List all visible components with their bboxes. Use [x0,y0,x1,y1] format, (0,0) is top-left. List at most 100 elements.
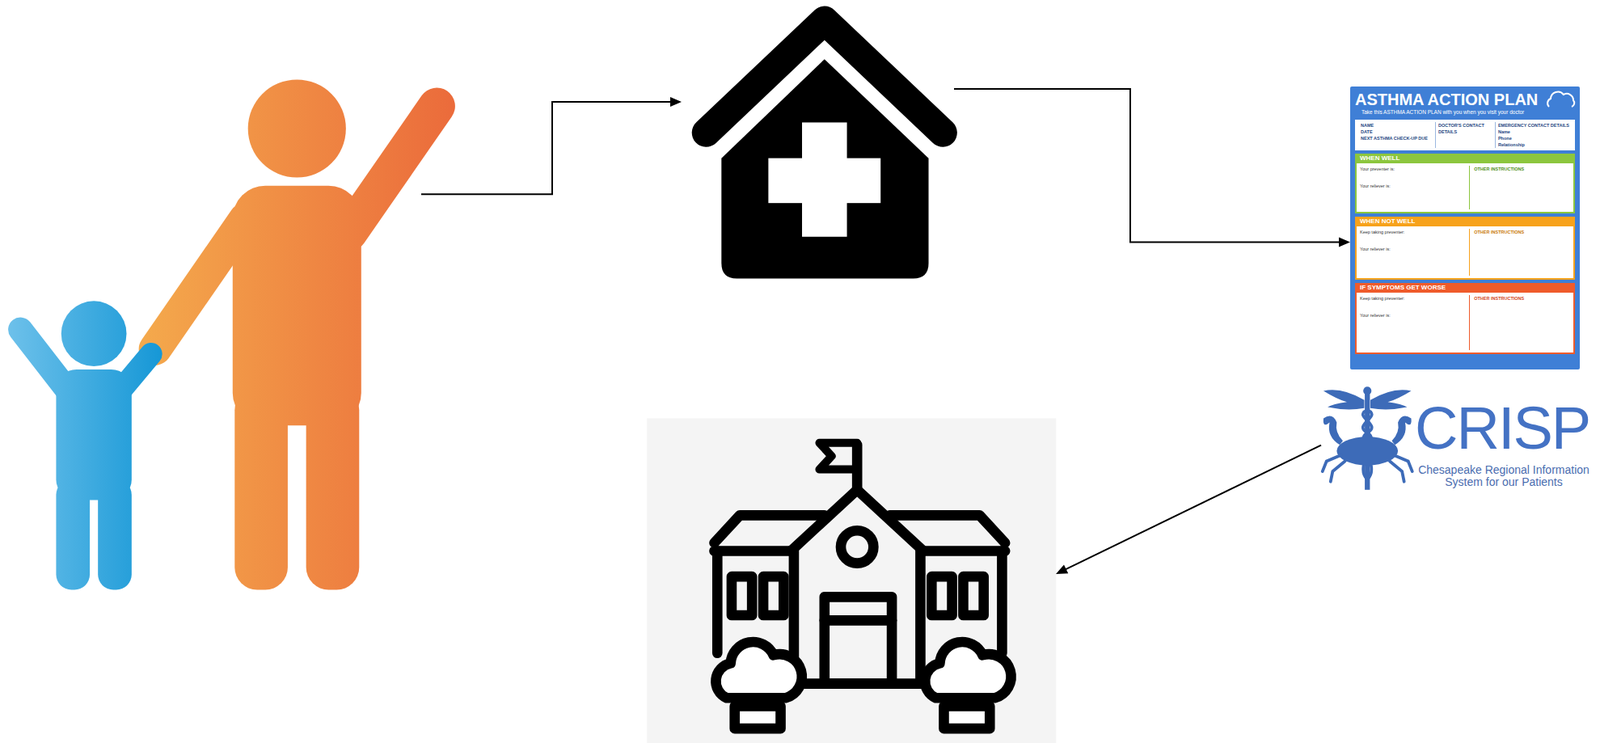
crab-leg [1330,460,1346,482]
cloud-decoration [1545,88,1577,110]
wall [915,551,926,684]
arrowhead [670,97,682,107]
connector-line [954,88,1340,242]
window [931,576,952,616]
wall-top [713,545,791,557]
form-line-label: Keep taking preventer: [1359,295,1466,302]
panel-column: EMERGENCY CONTACT DETAILSNamePhoneRelati… [1494,122,1572,148]
parent-figure [155,79,437,590]
parent-arm [155,219,245,349]
school-icon [646,417,1056,743]
section-heading: WHEN NOT WELL [1356,216,1574,227]
crab-claw [1323,416,1343,446]
flag [818,443,857,470]
form-line-label: Your reliever is: [1359,312,1466,319]
wall-top [923,545,1005,557]
form-field-label: Relationship [1498,141,1570,148]
form-field-label: DATE [1360,128,1433,136]
family-figure [10,79,422,591]
child-arm [20,329,74,399]
crab-legs [1322,455,1413,482]
child-leg [97,479,132,590]
instructions-heading: OTHER INSTRUCTIONS [1473,165,1571,173]
wing-roof [713,515,824,543]
staff-knob [1363,386,1372,395]
window [763,576,784,616]
hospital-icon [681,4,955,281]
plan-section: IF SYMPTOMS GET WORSE Keep taking prevent… [1355,282,1575,355]
panel-column: DOCTOR'S CONTACT DETAILS [1435,122,1495,148]
parent-arm [349,105,438,233]
medical-cross [768,158,881,204]
wing-roof [890,515,1006,543]
section-column: OTHER INSTRUCTIONS [1469,165,1571,210]
connector-line [421,101,672,195]
window [731,576,752,616]
school-icon [646,417,1056,743]
connector-arrow [954,88,1351,247]
form-field-label: Name [1498,128,1570,136]
form-field-label: DOCTOR'S CONTACT DETAILS [1438,122,1493,136]
section-body: Your preventer is: Your reliever is: OTHER… [1356,163,1574,212]
crisp-logo: CRISPChesapeake Regional Information Sys… [1321,388,1597,490]
window [962,576,984,616]
crab-leg [1393,455,1413,472]
wall [996,551,1008,654]
section-column: Keep taking preventer: Your reliever is: [1359,295,1470,351]
section-heading: IF SYMPTOMS GET WORSE [1356,282,1574,293]
arrowhead [1055,564,1069,575]
door-bar [824,615,892,626]
child-leg [55,479,90,590]
section-column: Keep taking preventer: Your reliever is: [1359,228,1470,276]
section-body: Keep taking preventer: Your reliever is: O… [1356,226,1574,279]
form-line-label: Your reliever is: [1359,245,1466,253]
parent-leg [234,388,288,591]
form-line-label: Keep taking preventer: [1359,228,1466,236]
form-field-label: Phone [1498,135,1570,142]
crab-leg [1322,455,1342,472]
wing [1323,389,1364,410]
form-field-label: NEXT ASTHMA CHECK-UP DUE [1360,135,1433,142]
bush [715,641,802,698]
planter [734,705,782,729]
child-head [61,300,127,367]
document-title: ASTHMA ACTION PLAN [1355,90,1575,109]
panel-column: NAMEDATENEXT ASTHMA CHECK-UP DUE [1358,122,1436,148]
connector-arrow [421,97,682,195]
form-field-label: EMERGENCY CONTACT DETAILS [1498,122,1570,129]
connector-arrow [1055,445,1322,575]
parent-leg [306,388,360,591]
school-outline [713,443,1011,729]
document-subtitle: Take this ASTHMA ACTION PLAN with you wh… [1361,109,1575,116]
planter [943,705,990,729]
section-header: WHEN WELL [1356,153,1574,164]
plan-section: WHEN WELLYour preventer is: Your reliever… [1355,153,1575,214]
section-header: WHEN NOT WELL [1356,216,1574,227]
crab-leg [1389,460,1405,482]
child-arm [113,354,151,398]
wall [712,551,723,654]
section-heading: WHEN WELL [1356,153,1574,164]
door [824,596,892,684]
bush [924,641,1011,698]
logo-wordmark: CRISP [1414,398,1590,459]
child-figure [20,300,152,590]
details-panel: NAMEDATENEXT ASTHMA CHECK-UP DUEDOCTOR'S… [1355,119,1575,151]
connector-line [1065,445,1322,570]
crisp-emblem [1322,386,1413,490]
section-column: OTHER INSTRUCTIONS [1469,295,1571,351]
action-plan-document: ASTHMA ACTION PLANTake this ASTHMA ACTIO… [1350,86,1580,370]
section-header: IF SYMPTOMS GET WORSE [1356,282,1574,293]
wing [1370,389,1411,410]
section-column: Your preventer is: Your reliever is: [1359,165,1470,210]
form-line-label: Your preventer is: [1359,165,1466,173]
instructions-heading: OTHER INSTRUCTIONS [1473,295,1571,302]
section-column: OTHER INSTRUCTIONS [1469,228,1571,276]
school-background [646,417,1056,743]
cloud-outline [1547,92,1575,107]
form-line-label: Your reliever is: [1359,182,1466,190]
instructions-heading: OTHER INSTRUCTIONS [1473,228,1571,236]
round-window [840,530,874,563]
form-field-label: NAME [1360,122,1433,129]
